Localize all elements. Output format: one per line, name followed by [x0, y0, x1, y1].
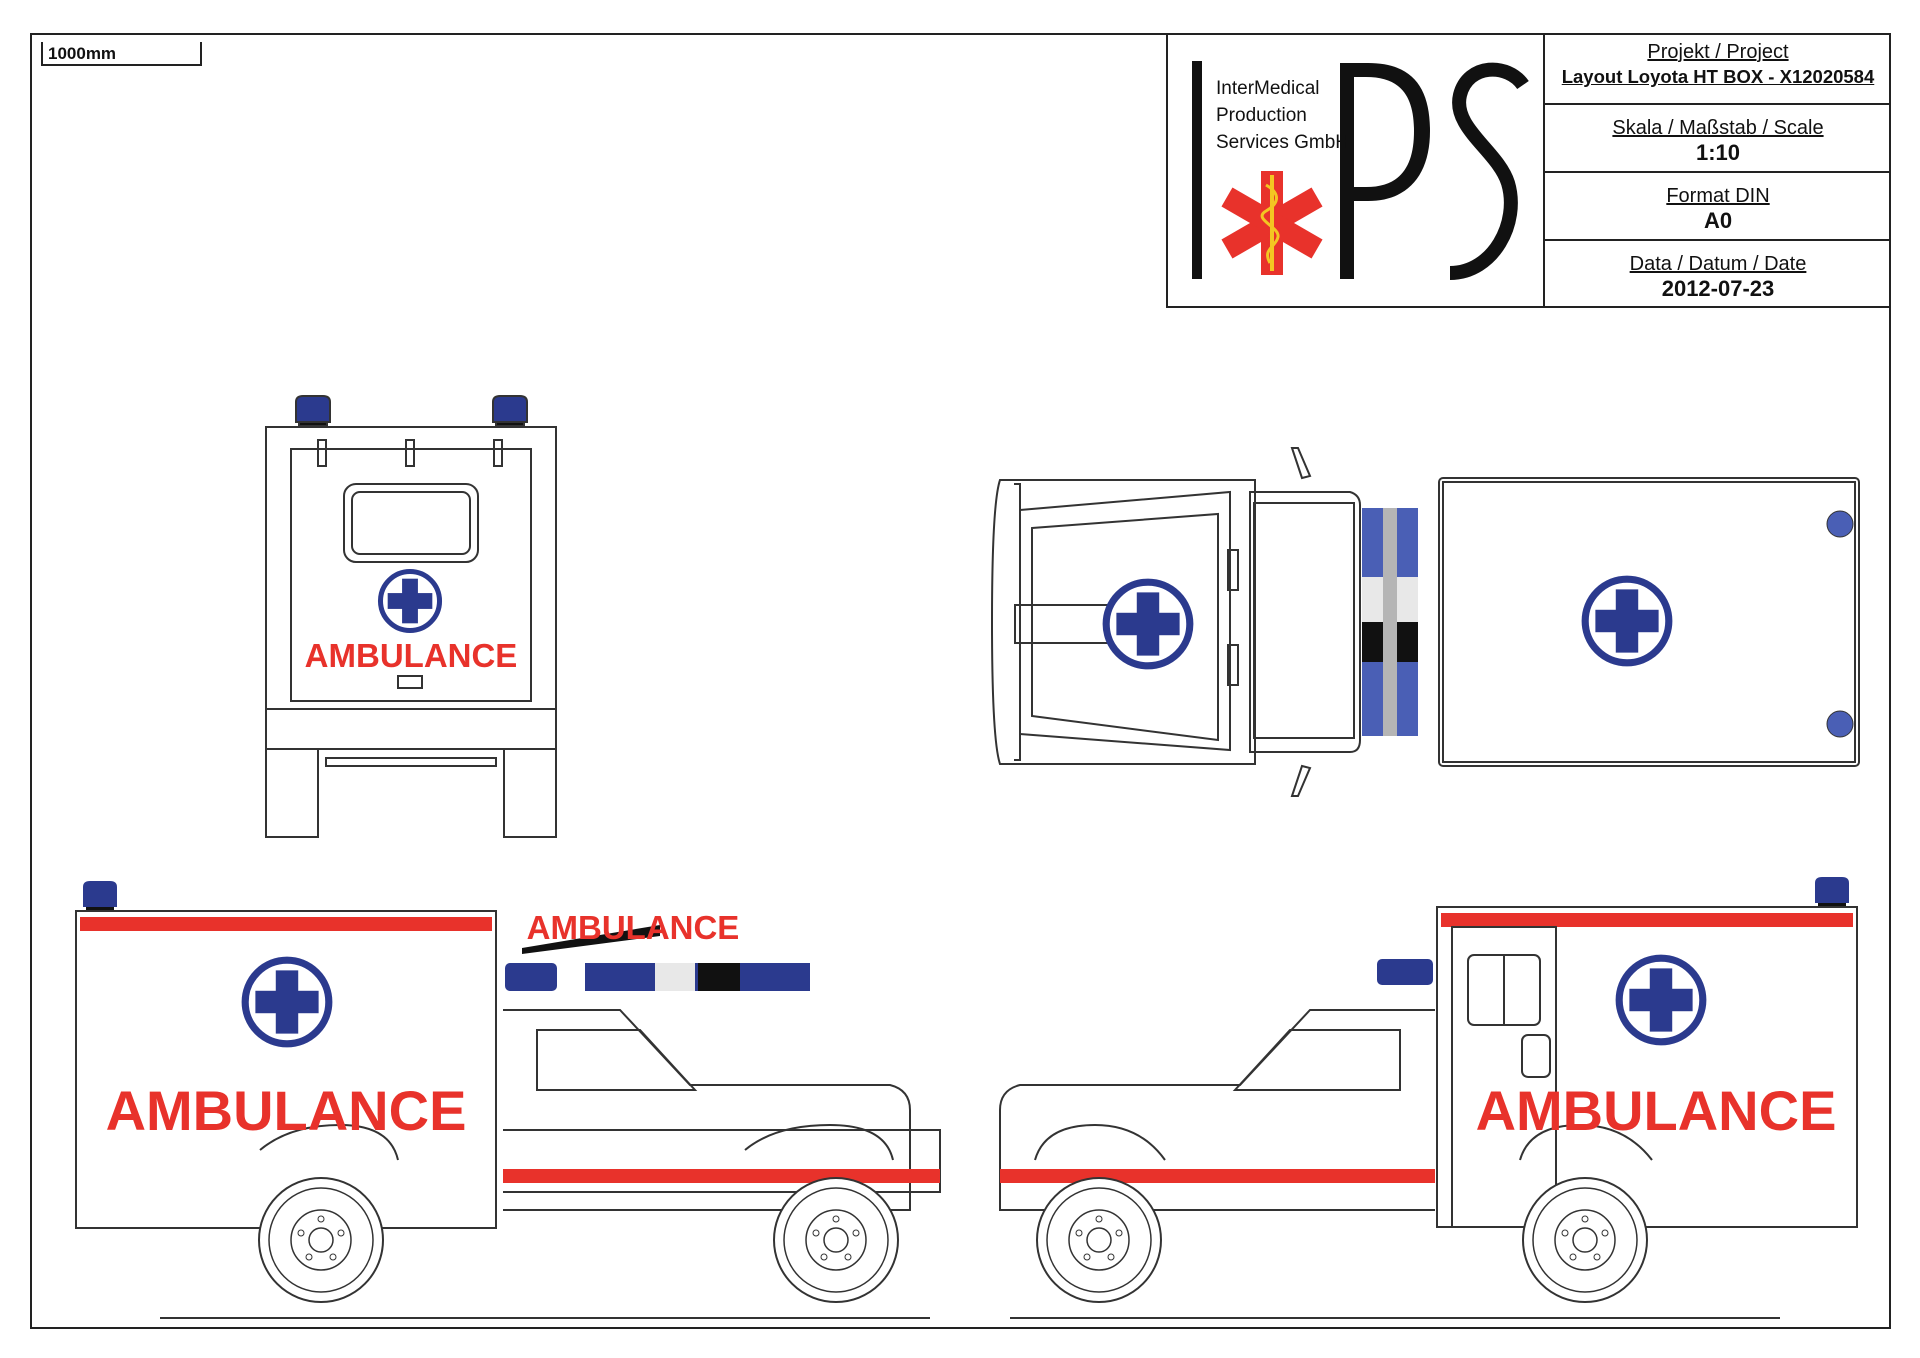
scale-bar: 1000mm: [41, 42, 202, 66]
date-row: Data / Datum / Date 2012-07-23: [1545, 241, 1891, 306]
rear-view: [265, 395, 557, 838]
logo-graphic: [1192, 61, 1529, 280]
project-value: Layout Loyota HT BOX - X12020584: [1561, 66, 1875, 87]
project-row: Projekt / Project Layout Loyota HT BOX -…: [1545, 33, 1891, 105]
medical-cross-icon: [380, 571, 439, 630]
right-box-ambulance-label: AMBULANCE: [1476, 1079, 1837, 1142]
star-of-life-icon: [1221, 171, 1323, 275]
wheel: [1036, 1177, 1162, 1303]
scale-row: Skala / Maßstab / Scale 1:10: [1545, 105, 1891, 173]
format-row: Format DIN A0: [1545, 173, 1891, 241]
blue-beacon-icon: [83, 881, 117, 911]
medical-cross-icon: [1106, 582, 1190, 666]
reverse-ambulance-label: AMBULANCE: [527, 909, 740, 946]
wheel: [1522, 1177, 1648, 1303]
format-value: A0: [1703, 208, 1733, 233]
project-label: Projekt / Project: [1647, 41, 1789, 63]
top-lightbar: [1362, 508, 1418, 736]
medical-cross-icon: [245, 960, 329, 1044]
drawing-frame: [30, 33, 1891, 1329]
rear-ambulance-label: AMBULANCE: [305, 637, 518, 674]
blue-beacon-icon: [295, 395, 331, 427]
scale-value: 1:10: [1695, 140, 1741, 165]
company-logo: InterMedical Production Services GmbH: [1168, 33, 1545, 306]
left-box-ambulance-label: AMBULANCE: [106, 1079, 467, 1142]
title-block: InterMedical Production Services GmbH Pr…: [1166, 33, 1891, 308]
format-label: Format DIN: [1666, 185, 1770, 207]
blue-beacon-icon: [492, 395, 528, 427]
top-view: [990, 447, 1860, 797]
date-label: Data / Datum / Date: [1629, 253, 1807, 275]
date-value: 2012-07-23: [1661, 276, 1775, 301]
wheel: [773, 1177, 899, 1303]
medical-cross-icon: [1585, 579, 1669, 663]
company-name: InterMedical Production Services GmbH: [1216, 78, 1350, 153]
wheel: [258, 1177, 384, 1303]
medical-cross-icon: [1619, 958, 1703, 1042]
scale-bar-label: 1000mm: [48, 44, 117, 63]
scale-label: Skala / Maßstab / Scale: [1612, 117, 1824, 139]
blue-beacon-icon: [1815, 877, 1849, 907]
